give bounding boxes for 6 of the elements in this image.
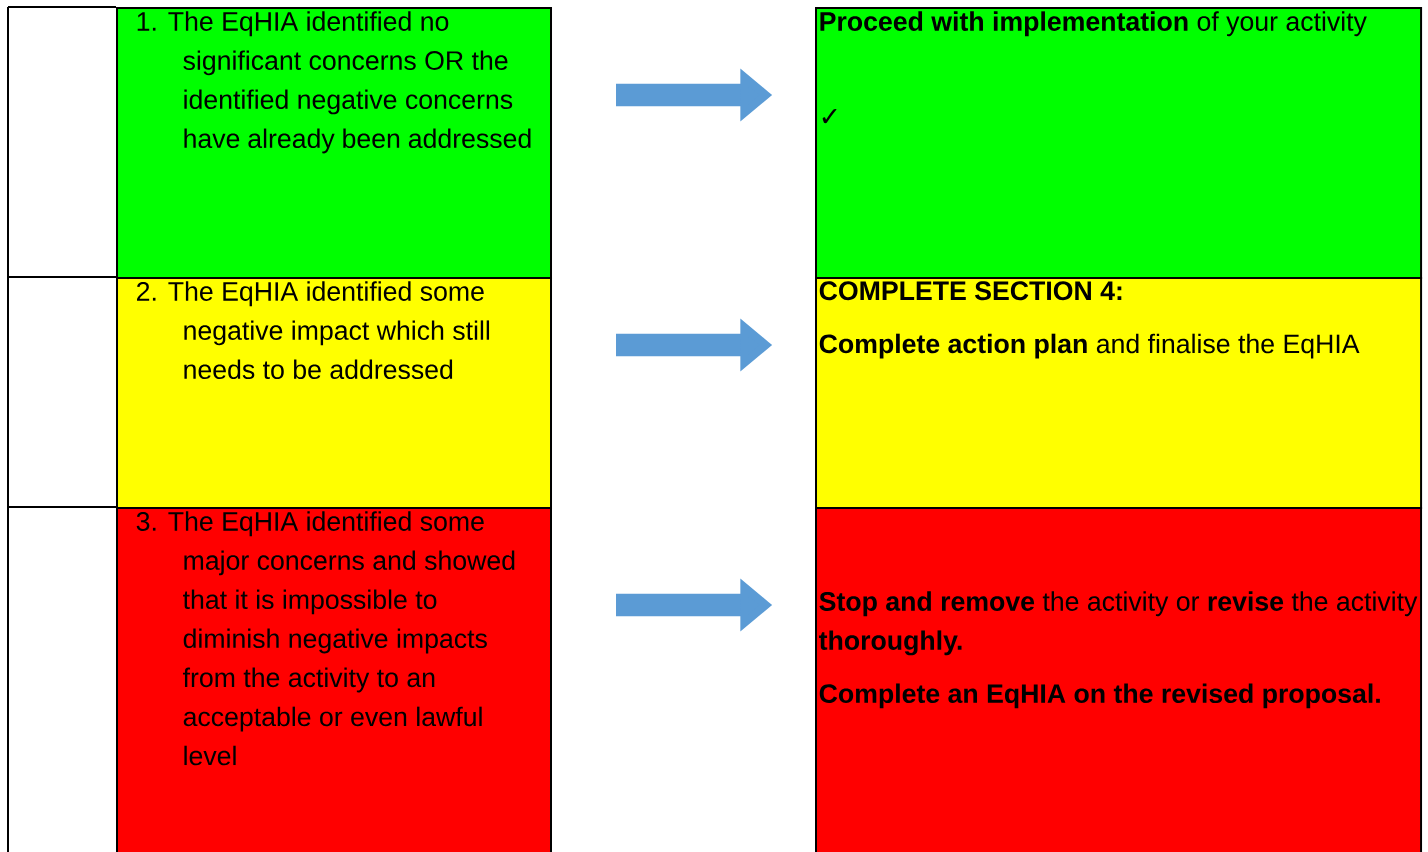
table-cell: Stop and remove the activity or revise the activity thoroughly. Complete an EqHIA on the revised proposal. [815, 507, 1423, 852]
table-cell: COMPLETE SECTION 4: Complete action plan and finalise the EqHIA [815, 277, 1423, 509]
table-cell: 2. The EqHIA identified some negative impact which still needs to be addressed [116, 277, 552, 509]
table-cell: Proceed with implementation of your activity ✓ [815, 7, 1423, 279]
table-cell: 3. The EqHIA identified some major concerns and showed that it is impossible to diminish negative impacts from the activity to an acceptable or even lawful level [116, 507, 552, 852]
table-cell: 1. The EqHIA identified no significant concerns OR the identified negative concerns have already been addressed [116, 7, 552, 279]
